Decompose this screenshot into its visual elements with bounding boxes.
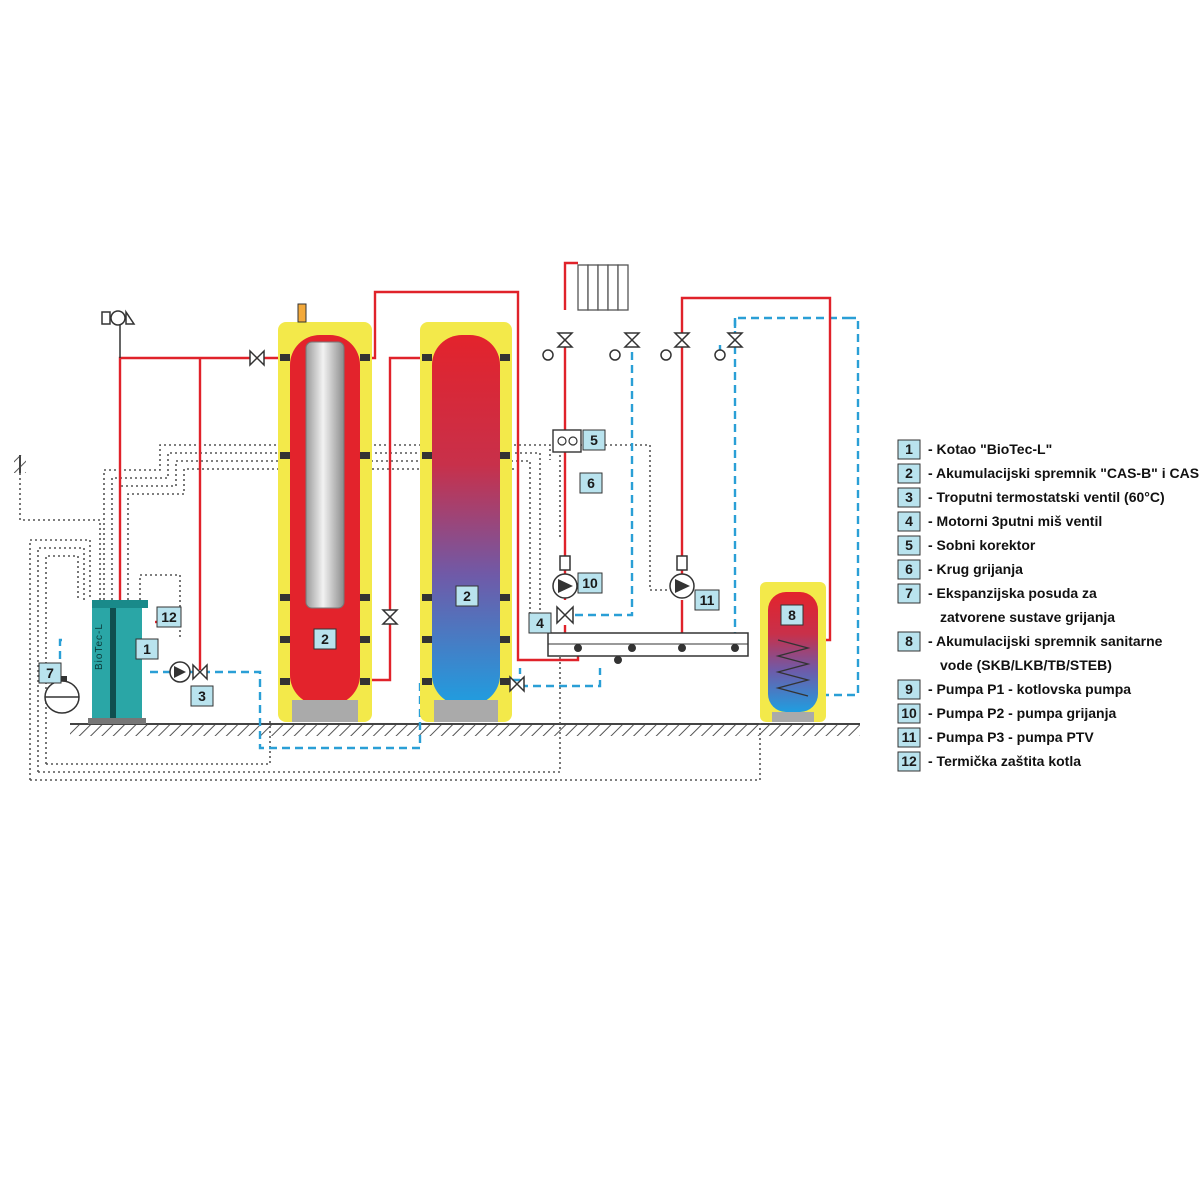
svg-text:11: 11 <box>700 592 715 608</box>
tag-11: 11 <box>694 589 720 611</box>
legend-item: 7 - Ekspanzijska posuda za <box>897 583 1097 604</box>
tag-7: 7 <box>38 662 62 684</box>
svg-text:- Akumulacijski spremnik "CAS-: - Akumulacijski spremnik "CAS-B" i CAS <box>928 465 1199 481</box>
svg-text:11: 11 <box>902 729 917 745</box>
legend-item-continuation: zatvorene sustave grijanja <box>940 609 1115 625</box>
svg-text:- Pumpa P1 - kotlovska pumpa: - Pumpa P1 - kotlovska pumpa <box>928 681 1131 697</box>
safety-valve-group <box>101 309 136 358</box>
legend-item: 2 - Akumulacijski spremnik "CAS-B" i CAS <box>897 463 1199 484</box>
boiler-biotec-l: BioTec-L <box>88 600 148 724</box>
valve-icons <box>249 332 744 693</box>
legend-item: 6 - Krug grijanja <box>897 559 1023 580</box>
boiler-brand-label: BioTec-L <box>94 623 105 670</box>
svg-text:zatvorene sustave grijanja: zatvorene sustave grijanja <box>940 609 1115 625</box>
svg-text:6: 6 <box>905 561 913 577</box>
svg-text:- Troputni termostatski ventil: - Troputni termostatski ventil (60°C) <box>928 489 1165 505</box>
pump-p3-icon <box>669 573 695 599</box>
svg-text:9: 9 <box>905 681 913 697</box>
svg-text:3: 3 <box>198 688 206 704</box>
svg-text:5: 5 <box>905 537 913 553</box>
svg-text:2: 2 <box>321 631 329 647</box>
svg-text:4: 4 <box>536 615 544 631</box>
svg-text:- Sobni korektor: - Sobni korektor <box>928 537 1036 553</box>
svg-text:- Pumpa P3 - pumpa PTV: - Pumpa P3 - pumpa PTV <box>928 729 1094 745</box>
floor-line <box>70 723 860 736</box>
buffer-tank-cas <box>420 322 512 722</box>
svg-text:- Krug grijanja: - Krug grijanja <box>928 561 1023 577</box>
tag-12: 12 <box>156 606 182 628</box>
legend-item: 4 - Motorni 3putni miš ventil <box>897 511 1102 532</box>
svg-text:2: 2 <box>905 465 913 481</box>
tag-3: 3 <box>190 685 214 707</box>
svg-text:1: 1 <box>143 641 151 657</box>
svg-text:vode (SKB/LKB/TB/STEB): vode (SKB/LKB/TB/STEB) <box>940 657 1112 673</box>
tag-5: 5 <box>582 429 606 451</box>
svg-text:12: 12 <box>161 609 177 625</box>
pump-p2-icon <box>552 573 578 599</box>
svg-text:- Pumpa P2 - pumpa grijanja: - Pumpa P2 - pumpa grijanja <box>928 705 1116 721</box>
svg-text:7: 7 <box>905 585 913 601</box>
svg-text:10: 10 <box>901 705 917 721</box>
legend-item: 10 - Pumpa P2 - pumpa grijanja <box>897 703 1116 724</box>
tag-2a: 2 <box>313 628 337 650</box>
svg-text:- Termička zaštita kotla: - Termička zaštita kotla <box>928 753 1081 769</box>
tag-4: 4 <box>528 612 552 634</box>
pump-p1-icon <box>169 661 191 683</box>
expansion-vessel <box>44 676 80 714</box>
svg-text:12: 12 <box>901 753 917 769</box>
outdoor-sensor-icon <box>14 455 26 473</box>
dhw-tank <box>760 582 826 722</box>
svg-text:3: 3 <box>905 489 913 505</box>
svg-text:- Ekspanzijska posuda za: - Ekspanzijska posuda za <box>928 585 1097 601</box>
diagram-tags: 1 2 2 3 4 5 6 7 8 10 11 12 <box>38 429 804 707</box>
legend-item: 12 - Termička zaštita kotla <box>897 751 1081 772</box>
svg-text:- Akumulacijski spremnik sanit: - Akumulacijski spremnik sanitarne <box>928 633 1163 649</box>
tag-6: 6 <box>579 472 603 494</box>
tag-10: 10 <box>577 572 603 594</box>
legend-item: 1 - Kotao "BioTec-L" <box>897 439 1052 460</box>
tag-1: 1 <box>135 638 159 660</box>
svg-text:- Motorni 3putni miš ventil: - Motorni 3putni miš ventil <box>928 513 1102 529</box>
svg-text:4: 4 <box>905 513 913 529</box>
svg-text:10: 10 <box>582 575 598 591</box>
tag-2b: 2 <box>455 585 479 607</box>
svg-text:5: 5 <box>590 432 598 448</box>
svg-text:6: 6 <box>587 475 595 491</box>
mixing-valve-icon <box>556 605 574 625</box>
legend: 1 - Kotao "BioTec-L" 2 - Akumulacijski s… <box>897 439 1199 772</box>
legend-item: 11 - Pumpa P3 - pumpa PTV <box>897 727 1094 748</box>
svg-text:- Kotao "BioTec-L": - Kotao "BioTec-L" <box>928 441 1052 457</box>
room-controller-icon <box>552 429 582 453</box>
svg-text:8: 8 <box>788 607 796 623</box>
thermostatic-valve-icon <box>192 663 208 681</box>
svg-text:1: 1 <box>905 441 913 457</box>
radiator <box>577 264 629 311</box>
buffer-tank-cas-b <box>278 303 372 722</box>
distribution-manifold <box>547 632 749 664</box>
svg-text:7: 7 <box>46 665 54 681</box>
tag-8: 8 <box>780 604 804 626</box>
svg-text:8: 8 <box>905 633 913 649</box>
legend-item-continuation: vode (SKB/LKB/TB/STEB) <box>940 657 1112 673</box>
legend-item: 9 - Pumpa P1 - kotlovska pumpa <box>897 679 1131 700</box>
legend-item: 5 - Sobni korektor <box>897 535 1036 556</box>
legend-item: 3 - Troputni termostatski ventil (60°C) <box>897 487 1165 508</box>
svg-text:2: 2 <box>463 588 471 604</box>
legend-item: 8 - Akumulacijski spremnik sanitarne <box>897 631 1163 652</box>
